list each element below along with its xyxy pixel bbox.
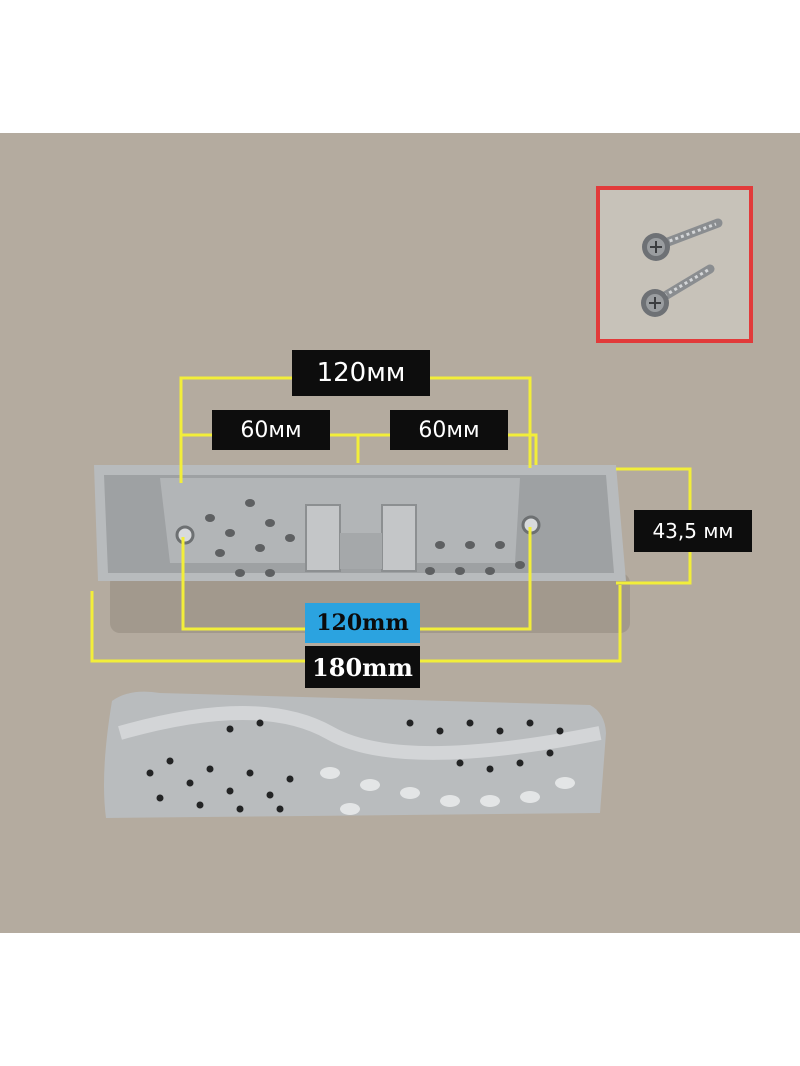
dimension-label-top-left-half: 60мм [212,410,330,450]
screws-inset-frame [596,186,753,343]
screw-icon [642,218,723,261]
dimension-label-top-total: 120мм [292,350,430,396]
screw-icon [641,264,715,317]
paddle-outer-view [104,691,606,818]
dimension-label-hole-spacing: 120mm [305,603,420,643]
dimension-label-overall-length: 180mm [305,646,420,688]
dimension-label-top-right-half: 60мм [390,410,508,450]
paddle-inner-view [94,465,626,581]
dimension-label-height: 43,5 мм [634,510,752,552]
product-photo: 120мм 60мм 60мм 43,5 мм 120mm 180mm [0,133,800,933]
